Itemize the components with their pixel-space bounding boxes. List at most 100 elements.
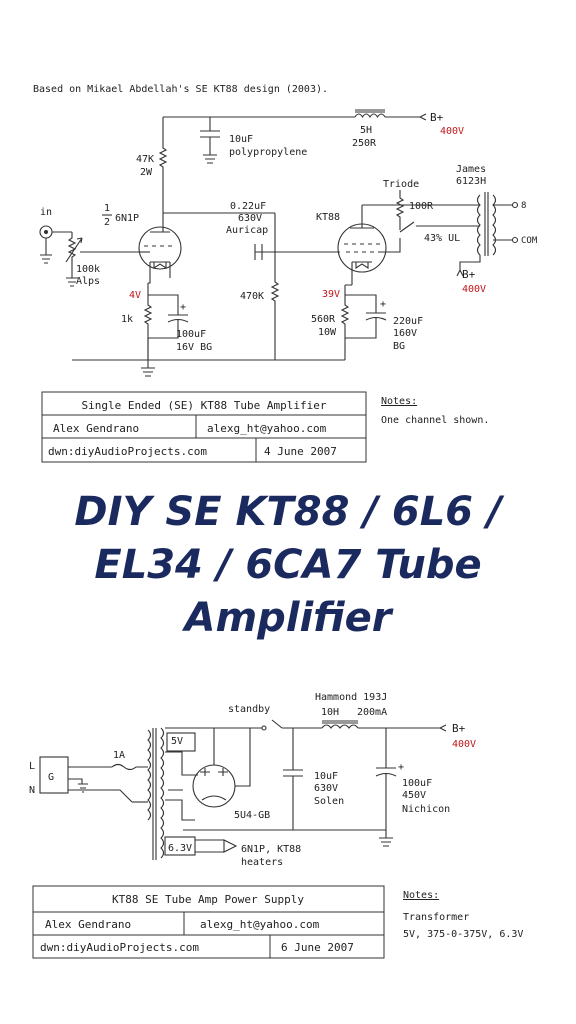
r-47k-watt: 2W [140, 167, 153, 178]
tube2-cathode-voltage: 39V [322, 289, 340, 300]
bplus2-voltage: 400V [462, 284, 486, 295]
output-common: COM [521, 236, 538, 246]
psu-date: 6 June 2007 [281, 941, 354, 954]
r-560r-label: 560R [311, 314, 336, 325]
psu-cap2-polarity: + [398, 762, 404, 773]
psu-cap1-voltage: 630V [314, 783, 338, 794]
fuse-symbol [111, 763, 148, 771]
tube2-label: KT88 [316, 212, 340, 223]
cap-coupling-voltage: 630V [238, 213, 262, 224]
cap-10uf-type: polypropylene [229, 147, 307, 158]
line-label: L [29, 761, 35, 772]
xfmr-model: 6123H [456, 176, 486, 187]
bplus2-label: B+ [462, 268, 476, 281]
psu-title: KT88 SE Tube Amp Power Supply [112, 893, 304, 906]
cap-coupling-brand: Auricap [226, 225, 268, 236]
amp-credit: Based on Mikael Abdellah's SE KT88 desig… [33, 84, 328, 95]
tube1-fraction-num: 1 [104, 203, 110, 214]
cap-polarity-2: + [380, 299, 386, 310]
neutral-label: N [29, 785, 35, 796]
psu-bplus-voltage: 400V [452, 739, 476, 750]
r-100r-symbol [395, 190, 405, 230]
standby-label: standby [228, 704, 270, 715]
pot-symbol [66, 232, 78, 287]
amplifier-schematic: Based on Mikael Abdellah's SE KT88 desig… [33, 84, 538, 463]
tube1-envelope [138, 226, 182, 270]
tap-5v-label: 5V [171, 736, 183, 747]
psu-notes-line2: 5V, 375-0-375V, 6.3V [403, 929, 523, 940]
xfmr-brand: James [456, 164, 486, 175]
cap-10uf-label: 10uF [229, 134, 253, 145]
r-470k-symbol [270, 252, 280, 360]
amp-author: Alex Gendrano [53, 422, 139, 435]
psu-title-block: KT88 SE Tube Amp Power Supply Alex Gendr… [32, 885, 385, 959]
psu-author: Alex Gendrano [45, 918, 131, 931]
cap-220uf-label: 220uF [393, 316, 423, 327]
fuse-label: 1A [113, 750, 125, 761]
r-1k-label: 1k [121, 314, 133, 325]
amp-notes-heading: Notes: [381, 396, 417, 407]
psu-notes-heading: Notes: [403, 890, 439, 901]
cap-coupling-value: 0.22uF [230, 201, 266, 212]
heater-tubes-label: 6N1P, KT88 [241, 844, 301, 855]
xfmr-secondary-symbol [492, 194, 497, 256]
cap-100uf-label: 100uF [176, 329, 206, 340]
xfmr-primary-symbol [476, 194, 481, 256]
headline-line2: EL34 / 6CA7 Tube [94, 542, 482, 588]
psu-cap2-voltage: 450V [402, 790, 426, 801]
psu-email: alexg_ht@yahoo.com [200, 918, 320, 931]
cap-220uf-symbol [345, 294, 387, 339]
pot-brand: Alps [76, 276, 100, 287]
psu-cap2-symbol [375, 728, 397, 830]
psu-choke-label: Hammond 193J [315, 692, 387, 703]
headline: DIY SE KT88 / 6L6 / EL34 / 6CA7 Tube Amp… [0, 486, 576, 645]
psu-schematic: Hammond 193J 10H 200mA standby B+ 400V L… [29, 692, 523, 959]
amp-notes-text: One channel shown. [381, 415, 489, 426]
bplus-voltage: 400V [440, 126, 464, 137]
choke-resistance: 250R [352, 138, 377, 149]
psu-drawn-by: dwn:diyAudioProjects.com [40, 941, 199, 954]
amp-title: Single Ended (SE) KT88 Tube Amplifier [81, 399, 326, 412]
cap-220uf-voltage: 160V [393, 328, 417, 339]
power-xfmr-secondary [160, 727, 165, 859]
amp-title-block: Single Ended (SE) KT88 Tube Amplifier Al… [41, 391, 367, 463]
amp-email: alexg_ht@yahoo.com [207, 422, 327, 435]
r-47k-symbol [158, 117, 168, 213]
psu-cap1-brand: Solen [314, 796, 344, 807]
psu-cap1-symbol [283, 728, 303, 830]
psu-cap2-brand: Nichicon [402, 804, 450, 815]
tube1-label: 6N1P [115, 213, 139, 224]
psu-bplus-label: B+ [452, 722, 466, 735]
triode-label: Triode [383, 179, 419, 190]
r-100r-label: 100R [409, 201, 434, 212]
input-label: in [40, 207, 52, 218]
psu-cap2-label: 100uF [402, 778, 432, 789]
cap-100uf-symbol [148, 294, 189, 339]
psu-cap1-label: 10uF [314, 771, 338, 782]
ground-label: G [48, 772, 54, 783]
iec-inlet-symbol [39, 756, 69, 794]
ultralinear-tap-label: 43% UL [424, 233, 460, 244]
r-560r-watt: 10W [318, 327, 337, 338]
r-47k-label: 47K [136, 154, 154, 165]
r-560r-symbol [340, 284, 352, 360]
psu-choke-current: 200mA [357, 707, 387, 718]
heater-label: heaters [241, 857, 283, 868]
psu-choke-inductance: 10H [321, 707, 339, 718]
tube2-envelope [337, 223, 387, 273]
choke-symbol [354, 113, 386, 119]
r-1k-symbol [143, 283, 153, 360]
cap-polarity: + [180, 302, 186, 313]
rectifier-label: 5U4-GB [234, 810, 270, 821]
choke-value: 5H [360, 125, 372, 136]
tap-63v-label: 6.3V [168, 843, 192, 854]
output-8-ohm: 8 [521, 201, 526, 211]
amp-date: 4 June 2007 [264, 445, 337, 458]
tube1-fraction-den: 2 [104, 217, 110, 228]
r-470k-label: 470K [240, 291, 264, 302]
rectifier-tube [192, 764, 236, 808]
psu-choke-symbol [321, 724, 359, 729]
pot-value: 100k [76, 264, 100, 275]
